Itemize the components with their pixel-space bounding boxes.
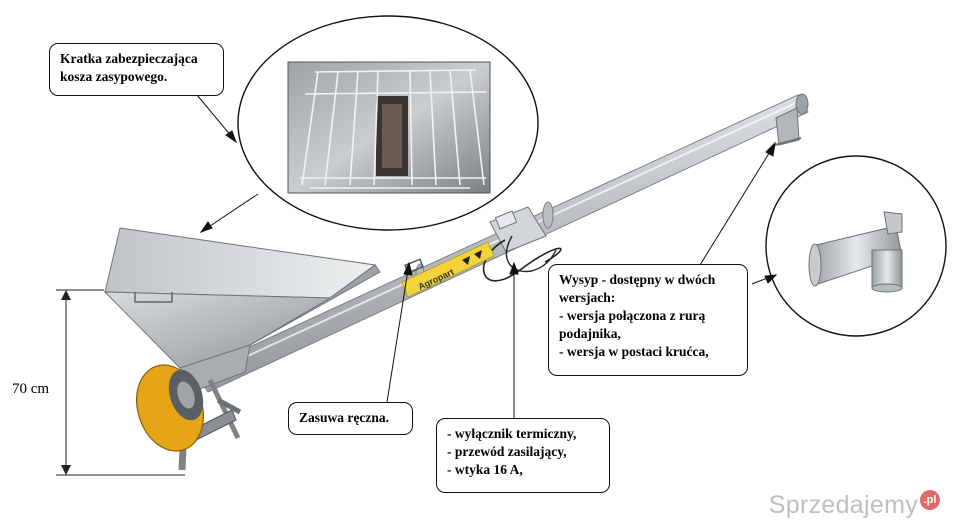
callout-electrical-line-3: - wtyka 16 A, [447, 462, 523, 477]
callout-outlet-line-5: - wersja w postaci krućca, [559, 344, 709, 359]
motor-unit [482, 206, 562, 282]
height-dimension [56, 289, 185, 476]
orange-drive-motor [136, 364, 204, 452]
watermark-badge: .pl [920, 490, 940, 510]
height-dimension-label: 70 cm [12, 381, 50, 397]
leader-arrows [196, 94, 778, 418]
callout-outlet-line-4: podajnika, [559, 326, 621, 341]
callout-electrical-line-1: - wyłącznik termiczny, [447, 426, 577, 441]
grille-detail-circle [237, 15, 539, 231]
watermark: Sprzedajemy.pl [769, 490, 940, 520]
callout-electrical: - wyłącznik termiczny, - przewód zasilaj… [436, 418, 610, 493]
callout-outlet-line-1: Wysyp - dostępny w dwóch [559, 272, 716, 287]
callout-grille: Kratka zabezpieczająca kosza zasypowego. [49, 43, 224, 96]
callout-outlet: Wysyp - dostępny w dwóch wersjach: - wer… [548, 264, 748, 376]
callout-grille-line-2: kosza zasypowego. [60, 69, 168, 84]
callout-gate: Zasuwa ręczna. [288, 402, 413, 435]
callout-outlet-line-2: wersjach: [559, 290, 616, 305]
callout-outlet-line-3: - wersja połączona z rurą [559, 308, 706, 323]
hopper [103, 227, 424, 393]
discharge-spout [774, 107, 802, 146]
callout-electrical-line-2: - przewód zasilający, [447, 444, 567, 459]
watermark-text: Sprzedajemy [768, 491, 918, 519]
callout-grille-line-1: Kratka zabezpieczająca [60, 51, 198, 66]
spout-detail-circle [765, 155, 947, 337]
callout-gate-line-1: Zasuwa ręczna. [299, 410, 389, 425]
